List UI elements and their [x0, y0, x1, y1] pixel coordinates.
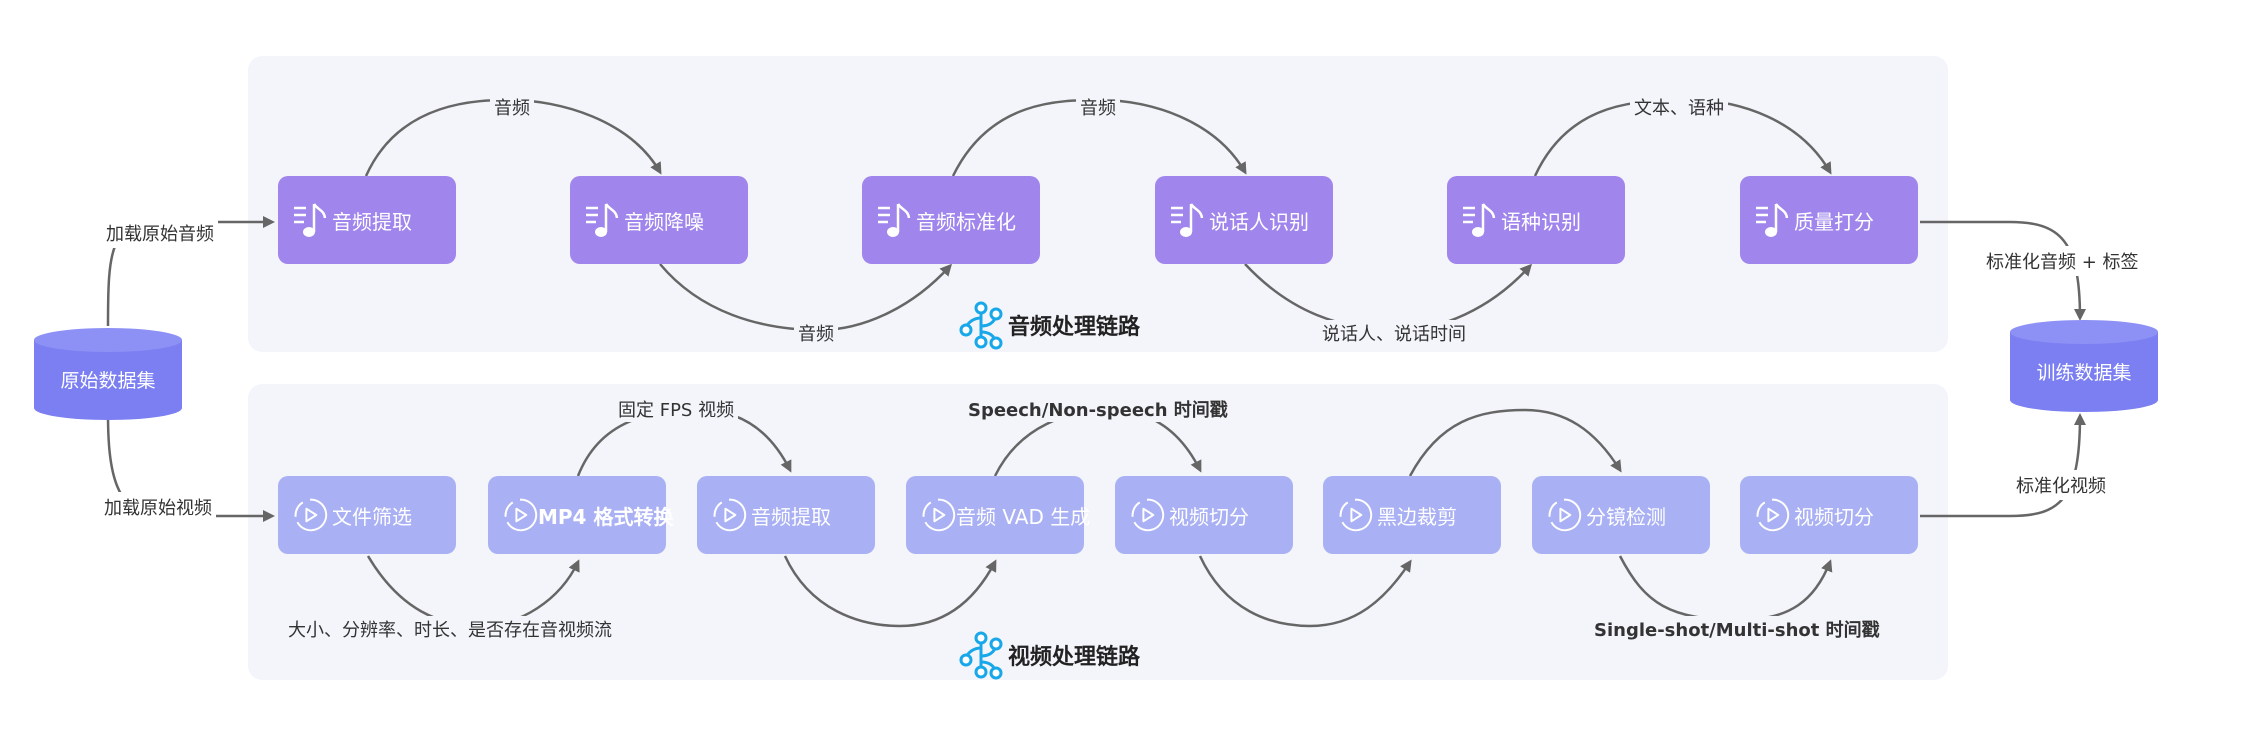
database-icon	[2010, 320, 2158, 412]
video-node-2[interactable]: MP4 格式转换	[488, 476, 673, 554]
video-edge-label-2-3: 固定 FPS 视频	[614, 396, 739, 422]
video-chain-title: 视频处理链路	[958, 630, 1140, 680]
audio-node-label: 音频提取	[332, 209, 412, 234]
video-input-label: 加载原始视频	[100, 492, 216, 522]
audio-edge-label-4-5: 说话人、说话时间	[1318, 320, 1470, 346]
video-node-label: 文件筛选	[332, 504, 412, 529]
video-node-5[interactable]: 视频切分	[1115, 476, 1293, 554]
music-note-icon	[876, 200, 912, 240]
audio-edge-label-2-3: 音频	[794, 320, 838, 346]
audio-edge-label-5-6: 文本、语种	[1630, 94, 1728, 120]
pipeline-tree-icon	[959, 301, 1003, 350]
audio-input-label: 加载原始音频	[102, 218, 218, 248]
audio-node-label: 音频降噪	[624, 209, 704, 234]
audio-node-2[interactable]: 音频降噪	[570, 176, 748, 264]
target-database-label: 训练数据集	[2036, 362, 2132, 384]
audio-node-5[interactable]: 语种识别	[1447, 176, 1625, 264]
audio-node-label: 说话人识别	[1209, 209, 1309, 234]
play-circle-icon	[1129, 495, 1165, 535]
video-edge-label-1-2: 大小、分辨率、时长、是否存在音视频流	[284, 616, 616, 642]
pipeline-tree-icon	[959, 631, 1003, 680]
play-circle-icon	[292, 495, 328, 535]
video-node-1[interactable]: 文件筛选	[278, 476, 456, 554]
music-note-icon	[1169, 200, 1205, 240]
play-circle-icon	[920, 495, 956, 535]
video-node-label: 视频切分	[1169, 504, 1249, 529]
audio-output-label: 标准化音频 + 标签	[1982, 246, 2143, 276]
video-output-label: 标准化视频	[2012, 470, 2110, 500]
video-node-3[interactable]: 音频提取	[697, 476, 875, 554]
play-circle-icon	[1546, 495, 1582, 535]
video-edge-label-7-8: Single-shot/Multi-shot 时间戳	[1590, 616, 1884, 642]
music-note-icon	[292, 200, 328, 240]
database-icon	[34, 328, 182, 420]
video-node-7[interactable]: 分镜检测	[1532, 476, 1710, 554]
music-note-icon	[584, 200, 620, 240]
video-node-label: 音频提取	[751, 504, 831, 529]
music-note-icon	[1754, 200, 1790, 240]
audio-node-6[interactable]: 质量打分	[1740, 176, 1918, 264]
audio-node-label: 质量打分	[1794, 209, 1874, 234]
play-circle-icon	[1337, 495, 1373, 535]
video-node-label: 音频 VAD 生成	[956, 504, 1091, 529]
video-chain-title-text: 视频处理链路	[1008, 645, 1141, 670]
audio-node-label: 语种识别	[1501, 209, 1581, 234]
audio-node-1[interactable]: 音频提取	[278, 176, 456, 264]
video-edge-label-4-5: Speech/Non-speech 时间戳	[964, 396, 1232, 422]
audio-chain-title-text: 音频处理链路	[1008, 315, 1141, 340]
audio-chain-title: 音频处理链路	[958, 300, 1140, 350]
play-circle-icon	[1754, 495, 1790, 535]
audio-edge-label-1-2: 音频	[490, 94, 534, 120]
video-node-8[interactable]: 视频切分	[1740, 476, 1918, 554]
audio-node-3[interactable]: 音频标准化	[862, 176, 1040, 264]
music-note-icon	[1461, 200, 1497, 240]
source-database-label: 原始数据集	[60, 370, 156, 392]
source-database: 原始数据集	[32, 326, 184, 422]
audio-node-4[interactable]: 说话人识别	[1155, 176, 1333, 264]
video-node-label: 分镜检测	[1586, 504, 1666, 529]
video-node-label: 视频切分	[1794, 504, 1874, 529]
play-circle-icon	[711, 495, 747, 535]
video-node-6[interactable]: 黑边裁剪	[1323, 476, 1501, 554]
play-circle-icon	[502, 495, 538, 535]
video-node-4[interactable]: 音频 VAD 生成	[906, 476, 1090, 554]
audio-edge-label-3-4: 音频	[1076, 94, 1120, 120]
video-node-label: MP4 格式转换	[538, 504, 674, 529]
target-database: 训练数据集	[2008, 318, 2160, 414]
audio-node-label: 音频标准化	[916, 209, 1016, 234]
video-node-label: 黑边裁剪	[1377, 504, 1457, 529]
